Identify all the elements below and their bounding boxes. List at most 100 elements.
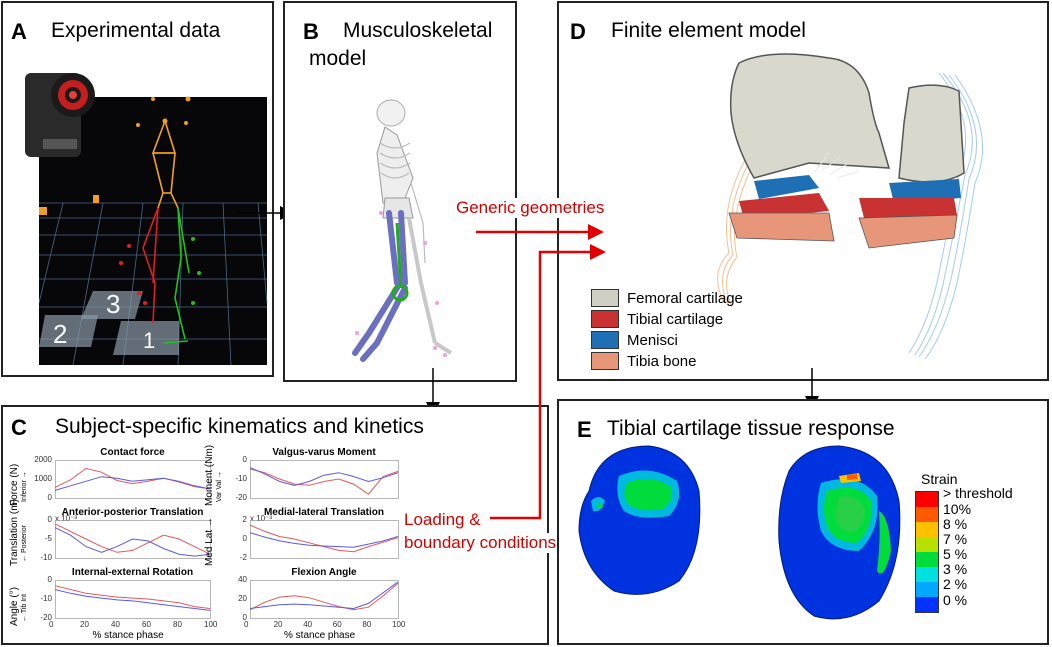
plot-ytick: -5	[44, 534, 52, 543]
plot-xtick: 40	[303, 620, 313, 629]
plot-xtick: 60	[142, 620, 151, 629]
plot-ytick: -20	[235, 493, 247, 502]
series-line-1	[54, 467, 211, 490]
legend-menisci: Menisci	[591, 331, 678, 349]
plot-area	[249, 520, 399, 559]
floor-label-1: 1	[143, 328, 155, 353]
series-line-1	[249, 524, 399, 553]
plot-area	[249, 460, 399, 499]
series-line-2	[249, 467, 399, 486]
plot-xtick: 100	[204, 620, 218, 629]
panel-b: B Musculoskeletal model	[283, 1, 517, 382]
strain-legend-title: Strain	[921, 471, 958, 487]
plot-title: Medial-lateral Translation	[263, 507, 385, 518]
plot-ytick: 0	[242, 613, 247, 622]
plot-ytick: 40	[238, 575, 247, 584]
strain-label: 2 %	[943, 576, 968, 592]
plot-ytick: 2000	[34, 455, 52, 464]
panel-a-letter: A	[11, 19, 27, 44]
legend-label: Tibial cartilage	[627, 310, 724, 328]
plot-xtick: 80	[362, 620, 372, 629]
strain-label: 0 %	[943, 592, 968, 608]
plot-ylabel-sub: ← Tib Int	[21, 593, 28, 622]
legend-swatch-tibial	[591, 310, 619, 328]
plot-ytick: 2	[242, 515, 247, 524]
plot-ytick: 0	[47, 515, 52, 524]
motion-capture-scene: 3 2 1	[25, 73, 268, 366]
legend-label: Tibia bone	[627, 352, 697, 370]
series-line-2	[249, 581, 399, 610]
strain-swatch	[916, 537, 938, 552]
plot-ytick: 20	[238, 594, 247, 603]
legend-label: Femoral cartilage	[627, 289, 743, 307]
plot-xtick: 40	[111, 620, 120, 629]
plot-xtick: 20	[80, 620, 89, 629]
panel-a: A Experimental data 3 2 1	[1, 1, 274, 377]
plot-ytick: -2	[239, 553, 247, 562]
plot-multiplier: x 10⁻³	[55, 514, 78, 523]
strain-swatch	[916, 522, 938, 537]
plot-xtick: 80	[173, 620, 182, 629]
strain-label: 10%	[943, 501, 972, 517]
panel-e: E Tibial cartilage tissue response Strai…	[557, 399, 1049, 645]
panel-b-title-line1: Musculoskeletal	[343, 19, 493, 42]
plot-xlabel: % stance phase	[284, 630, 356, 641]
panel-d-letter: D	[570, 19, 586, 44]
plot-ylabel-sub: ← Posterior	[21, 525, 28, 562]
plot-frame	[55, 460, 211, 499]
musculoskeletal-figure	[352, 99, 453, 362]
plot-ytick: -10	[235, 474, 247, 483]
plot-ylabel: Angle (°)	[9, 586, 20, 626]
legend-swatch-femoral	[591, 289, 619, 307]
finite-element-knee	[717, 53, 984, 360]
plot-ytick: -10	[40, 553, 52, 562]
plot-xtick: 60	[332, 620, 342, 629]
series-line-2	[249, 532, 399, 548]
panel-a-title: Experimental data	[51, 19, 221, 42]
legend-swatch-tibia-bone	[591, 352, 619, 370]
plot-ytick: 0	[47, 493, 52, 502]
plot-ytick: -20	[40, 613, 52, 622]
plot-title: Internal-external Rotation	[71, 567, 194, 578]
plot-xlabel: % stance phase	[92, 630, 164, 641]
panel-b-title-line2: model	[309, 47, 367, 70]
plot-xtick: 0	[244, 620, 249, 629]
plot-xtick: 100	[392, 620, 406, 629]
plot-frame	[250, 580, 399, 619]
plot-title: Anterior-posterior Translation	[61, 507, 204, 518]
series-line-1	[54, 585, 211, 609]
plot-ylabel-sub: Inferior →	[21, 471, 28, 502]
plot-multiplier: x 10⁻³	[250, 514, 273, 523]
plot-area	[249, 580, 399, 619]
plot-title: Valgus-varus Moment	[272, 447, 376, 458]
strain-colorbar	[915, 491, 939, 613]
plot-frame	[55, 580, 211, 619]
plot-ylabel: Moment (Nm)	[204, 444, 215, 506]
series-line-1	[54, 523, 211, 555]
strain-label: 5 %	[943, 546, 968, 562]
floor-label-3: 3	[106, 289, 120, 319]
legend-label: Menisci	[627, 331, 678, 349]
plot-area	[54, 460, 211, 499]
plot-title: Contact force	[100, 447, 165, 458]
floor-label-2: 2	[53, 319, 67, 349]
strain-swatch	[916, 492, 938, 507]
plot-ytick: 0	[242, 534, 247, 543]
legend-tibial-cartilage: Tibial cartilage	[591, 310, 723, 328]
strain-label: 3 %	[943, 561, 968, 577]
strain-swatch	[916, 567, 938, 582]
plot-xtick: 0	[49, 620, 54, 629]
plot-ytick: 0	[242, 455, 247, 464]
plot-title: Flexion Angle	[291, 567, 357, 578]
plot-ytick: 0	[47, 575, 52, 584]
series-line-2	[54, 589, 211, 611]
plot-ylabel: Translation (m)	[9, 499, 20, 566]
plot-ylabel-sub: Var Val →	[216, 471, 223, 502]
legend-swatch-menisci	[591, 331, 619, 349]
plot-frame	[250, 460, 399, 499]
legend-femoral-cartilage: Femoral cartilage	[591, 289, 743, 307]
strain-swatch	[916, 582, 938, 597]
loading-label-line1: Loading &	[404, 510, 481, 530]
panel-d: D Finite element model Femoral cartilage	[557, 1, 1049, 381]
panel-b-letter: B	[303, 19, 319, 44]
